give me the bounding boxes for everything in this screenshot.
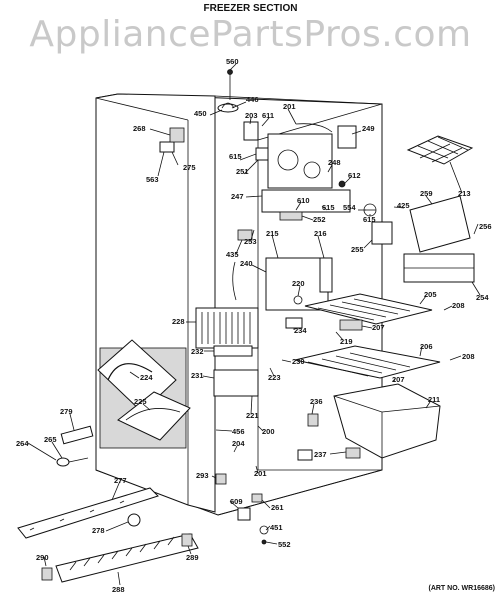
label-261: 261 bbox=[271, 503, 284, 512]
label-232: 232 bbox=[191, 347, 204, 356]
section-title: FREEZER SECTION bbox=[203, 3, 298, 14]
part-labels: 560 446 450 203 611 201 268 249 615 251 … bbox=[16, 57, 492, 594]
label-425: 425 bbox=[397, 201, 410, 210]
label-240: 240 bbox=[240, 259, 253, 268]
label-255: 255 bbox=[351, 245, 364, 254]
art-number: (ART NO. WR16686) bbox=[428, 585, 495, 592]
watermark: AppliancePartsPros.com bbox=[29, 14, 472, 55]
evaporator-area bbox=[232, 180, 393, 329]
ice-bucket bbox=[333, 383, 441, 459]
label-446: 446 bbox=[246, 95, 259, 104]
label-213: 213 bbox=[458, 189, 471, 198]
label-236: 236 bbox=[310, 397, 323, 406]
label-249: 249 bbox=[362, 124, 375, 133]
label-265: 265 bbox=[44, 435, 57, 444]
label-560: 560 bbox=[226, 57, 239, 66]
label-237: 237 bbox=[314, 450, 327, 459]
label-225: 225 bbox=[134, 397, 147, 406]
label-552: 552 bbox=[278, 540, 291, 549]
label-615-b: 615 bbox=[322, 203, 335, 212]
label-275: 275 bbox=[183, 163, 196, 172]
label-228: 228 bbox=[172, 317, 185, 326]
label-610: 610 bbox=[297, 196, 310, 205]
label-211: 211 bbox=[428, 395, 440, 404]
label-247: 247 bbox=[231, 192, 244, 201]
bottom-parts bbox=[17, 413, 319, 583]
label-563: 563 bbox=[146, 175, 159, 184]
label-290: 290 bbox=[36, 553, 49, 562]
label-278: 278 bbox=[92, 526, 105, 535]
label-203: 203 bbox=[245, 111, 258, 120]
label-205: 205 bbox=[424, 290, 437, 299]
label-208: 208 bbox=[452, 301, 465, 310]
label-450: 450 bbox=[194, 109, 207, 118]
door-assembly bbox=[97, 339, 191, 441]
label-251: 251 bbox=[236, 167, 249, 176]
label-279: 279 bbox=[60, 407, 73, 416]
label-220: 220 bbox=[292, 279, 305, 288]
label-612: 612 bbox=[348, 171, 361, 180]
label-277: 277 bbox=[114, 476, 127, 485]
label-219: 219 bbox=[340, 337, 353, 346]
label-207-b: 207 bbox=[392, 375, 405, 384]
label-615: 615 bbox=[229, 152, 242, 161]
label-259: 259 bbox=[420, 189, 433, 198]
label-221: 221 bbox=[246, 411, 259, 420]
coil bbox=[195, 307, 259, 349]
label-253: 253 bbox=[244, 237, 257, 246]
label-554: 554 bbox=[343, 203, 356, 212]
label-216: 216 bbox=[314, 229, 327, 238]
ice-tray bbox=[406, 135, 474, 165]
label-223: 223 bbox=[268, 373, 281, 382]
label-254: 254 bbox=[476, 293, 489, 302]
label-224: 224 bbox=[140, 373, 153, 382]
label-615-c: 615 bbox=[363, 215, 376, 224]
leader-lines bbox=[27, 63, 481, 586]
shelves bbox=[213, 195, 475, 397]
label-451: 451 bbox=[270, 523, 283, 532]
label-204: 204 bbox=[232, 439, 245, 448]
label-268: 268 bbox=[133, 124, 146, 133]
label-234: 234 bbox=[294, 326, 307, 335]
label-230: 230 bbox=[292, 357, 305, 366]
label-288: 288 bbox=[112, 585, 125, 594]
label-609: 609 bbox=[230, 497, 243, 506]
label-256: 256 bbox=[479, 222, 492, 231]
label-231: 231 bbox=[191, 371, 204, 380]
label-289: 289 bbox=[186, 553, 199, 562]
label-456: 456 bbox=[232, 427, 245, 436]
label-207: 207 bbox=[372, 323, 385, 332]
top-controls bbox=[159, 69, 357, 189]
label-248: 248 bbox=[328, 158, 341, 167]
label-201-b: 201 bbox=[254, 469, 267, 478]
label-201: 201 bbox=[283, 102, 296, 111]
label-293: 293 bbox=[196, 471, 209, 480]
label-200: 200 bbox=[262, 427, 275, 436]
label-611: 611 bbox=[262, 111, 274, 120]
label-264: 264 bbox=[16, 439, 29, 448]
label-206: 206 bbox=[420, 342, 433, 351]
label-215: 215 bbox=[266, 229, 279, 238]
label-252: 252 bbox=[313, 215, 326, 224]
label-435: 435 bbox=[226, 250, 239, 259]
label-208-b: 208 bbox=[462, 352, 475, 361]
